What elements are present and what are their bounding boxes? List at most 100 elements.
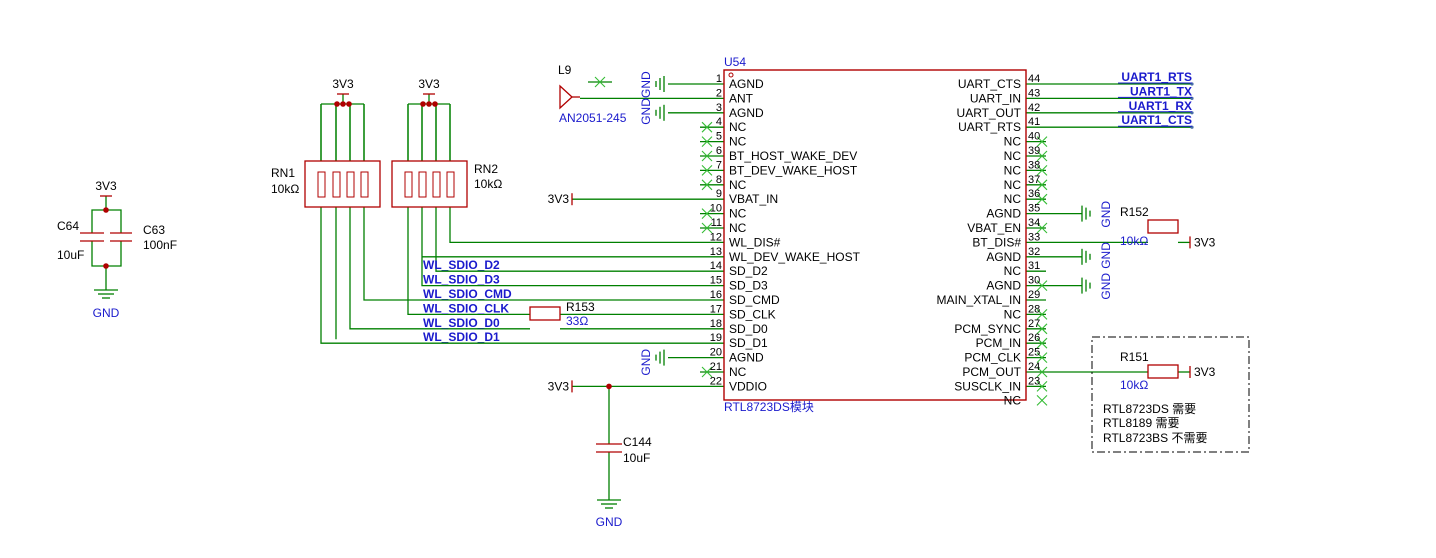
pin-name: NC xyxy=(729,221,747,235)
antenna-l9[interactable] xyxy=(559,84,580,110)
junction-dot xyxy=(334,101,340,107)
rn2-resistor-network[interactable] xyxy=(391,160,468,208)
pin-number: 5 xyxy=(716,131,722,143)
pin-number: 6 xyxy=(716,145,722,157)
pin-number: 24 xyxy=(1028,361,1040,373)
no-connect-mark xyxy=(1036,165,1048,176)
pin-name: NC xyxy=(1004,135,1022,149)
pin-name: VBAT_IN xyxy=(729,192,778,206)
pin-name: MAIN_XTAL_IN xyxy=(937,293,1021,307)
rn1-value: 10kΩ xyxy=(271,182,299,196)
r152-resistor[interactable] xyxy=(1147,219,1179,234)
pin-number: 1 xyxy=(716,73,722,85)
no-connect-mark xyxy=(701,136,713,147)
pin-number: 32 xyxy=(1028,246,1040,258)
pin-number: 23 xyxy=(1028,375,1040,387)
c64-designator: C64 xyxy=(57,219,79,233)
c63-value: 100nF xyxy=(143,238,177,252)
pin-name: PCM_CLK xyxy=(964,351,1021,365)
r153-resistor[interactable] xyxy=(529,306,561,321)
wl-dis-wire xyxy=(449,207,700,244)
net-label-wl_sdio_d0: WL_SDIO_D0 xyxy=(423,316,500,330)
c64-capacitor[interactable] xyxy=(80,232,104,242)
u54-body[interactable] xyxy=(723,69,1027,401)
junction-dot xyxy=(606,383,612,390)
pin-number: 26 xyxy=(1028,332,1040,344)
net-label-wl_sdio_clk: WL_SDIO_CLK xyxy=(423,301,509,315)
pin-name: UART_RTS xyxy=(958,120,1021,134)
pin-number: 39 xyxy=(1028,145,1040,157)
no-connect-mark xyxy=(1036,280,1048,291)
no-connect-marks xyxy=(594,76,1048,406)
pin-number: 25 xyxy=(1028,347,1040,359)
net-label-uart1_cts: UART1_CTS xyxy=(1121,113,1192,127)
sdio-d3-wire xyxy=(421,207,700,287)
pin-name: AGND xyxy=(729,77,764,91)
pin-number: 44 xyxy=(1028,73,1040,85)
note-line-3: RTL8723BS 不需要 xyxy=(1103,431,1208,445)
pin-number: 7 xyxy=(716,159,722,171)
pin-name: SD_D2 xyxy=(729,264,768,278)
net-label-wl_sdio_d2: WL_SDIO_D2 xyxy=(423,258,500,272)
no-connect-mark xyxy=(701,208,713,219)
junction-dot xyxy=(103,207,109,213)
r151-designator: R151 xyxy=(1120,350,1149,364)
gnd-label: GND xyxy=(639,98,653,125)
pin-name: PCM_OUT xyxy=(962,365,1021,379)
cap-wire xyxy=(91,241,122,267)
text-labels: U54 RTL8723DS模块 L9 AN2051-245 RN1 10kΩ R… xyxy=(57,55,1208,465)
pin-number: 34 xyxy=(1028,217,1040,229)
pin-name: PCM_SYNC xyxy=(954,322,1021,336)
pin-name: PCM_IN xyxy=(976,336,1021,350)
junction-dot xyxy=(432,101,438,107)
pin-number: 19 xyxy=(710,332,722,344)
no-connect-mark xyxy=(701,165,713,176)
junction-dot xyxy=(346,101,352,107)
no-connect-mark xyxy=(594,76,606,88)
no-connect-mark xyxy=(1036,366,1048,378)
power-3v3-label: 3V3 xyxy=(548,379,570,393)
c63-designator: C63 xyxy=(143,223,165,237)
gnd-label: GND xyxy=(1099,273,1113,300)
pin-name: SD_CLK xyxy=(729,307,776,321)
power-3v3-label: 3V3 xyxy=(1194,235,1216,249)
pin-number: 31 xyxy=(1028,260,1040,272)
u54-value: RTL8723DS模块 xyxy=(724,400,814,414)
cap-wire xyxy=(91,209,122,233)
pin-number: 18 xyxy=(710,318,722,330)
pin-name: WL_DEV_WAKE_HOST xyxy=(729,250,861,264)
note-line-2: RTL8189 需要 xyxy=(1103,416,1179,430)
c63-capacitor[interactable] xyxy=(110,232,132,242)
pin-number: 36 xyxy=(1028,188,1040,200)
pin-name: AGND xyxy=(986,279,1021,293)
power-3v3-label: 3V3 xyxy=(418,77,440,91)
net-label-uart1_tx: UART1_TX xyxy=(1130,84,1192,98)
l9-designator: L9 xyxy=(558,63,572,77)
pin-number: 8 xyxy=(716,174,722,186)
pin-name: NC xyxy=(1004,192,1022,206)
pin-name: NC xyxy=(1004,149,1022,163)
pin-number: 42 xyxy=(1028,102,1040,114)
pin-number: 20 xyxy=(710,347,722,359)
pin-number: 3 xyxy=(716,102,722,114)
pin-name: SD_D1 xyxy=(729,336,768,350)
rn2-value: 10kΩ xyxy=(474,177,502,191)
rn2-designator: RN2 xyxy=(474,162,498,176)
pin-number: 14 xyxy=(710,260,722,272)
no-connect-mark xyxy=(1036,309,1048,320)
no-connect-mark xyxy=(701,222,713,234)
no-connect-mark xyxy=(701,366,713,378)
no-connect-mark xyxy=(1036,136,1048,147)
c144-designator: C144 xyxy=(623,435,652,449)
rn1-resistor-network[interactable] xyxy=(304,160,381,208)
pin-name: AGND xyxy=(986,207,1021,221)
r151-resistor[interactable] xyxy=(1147,364,1179,379)
pin-name: NC xyxy=(1004,264,1022,278)
no-connect-mark xyxy=(701,179,713,191)
pin-number: 2 xyxy=(716,87,722,99)
net-label-wl_sdio_d1: WL_SDIO_D1 xyxy=(423,330,500,344)
power-symbols xyxy=(94,76,1194,509)
c144-capacitor[interactable] xyxy=(596,443,622,453)
gnd-label: GND xyxy=(1099,201,1113,228)
